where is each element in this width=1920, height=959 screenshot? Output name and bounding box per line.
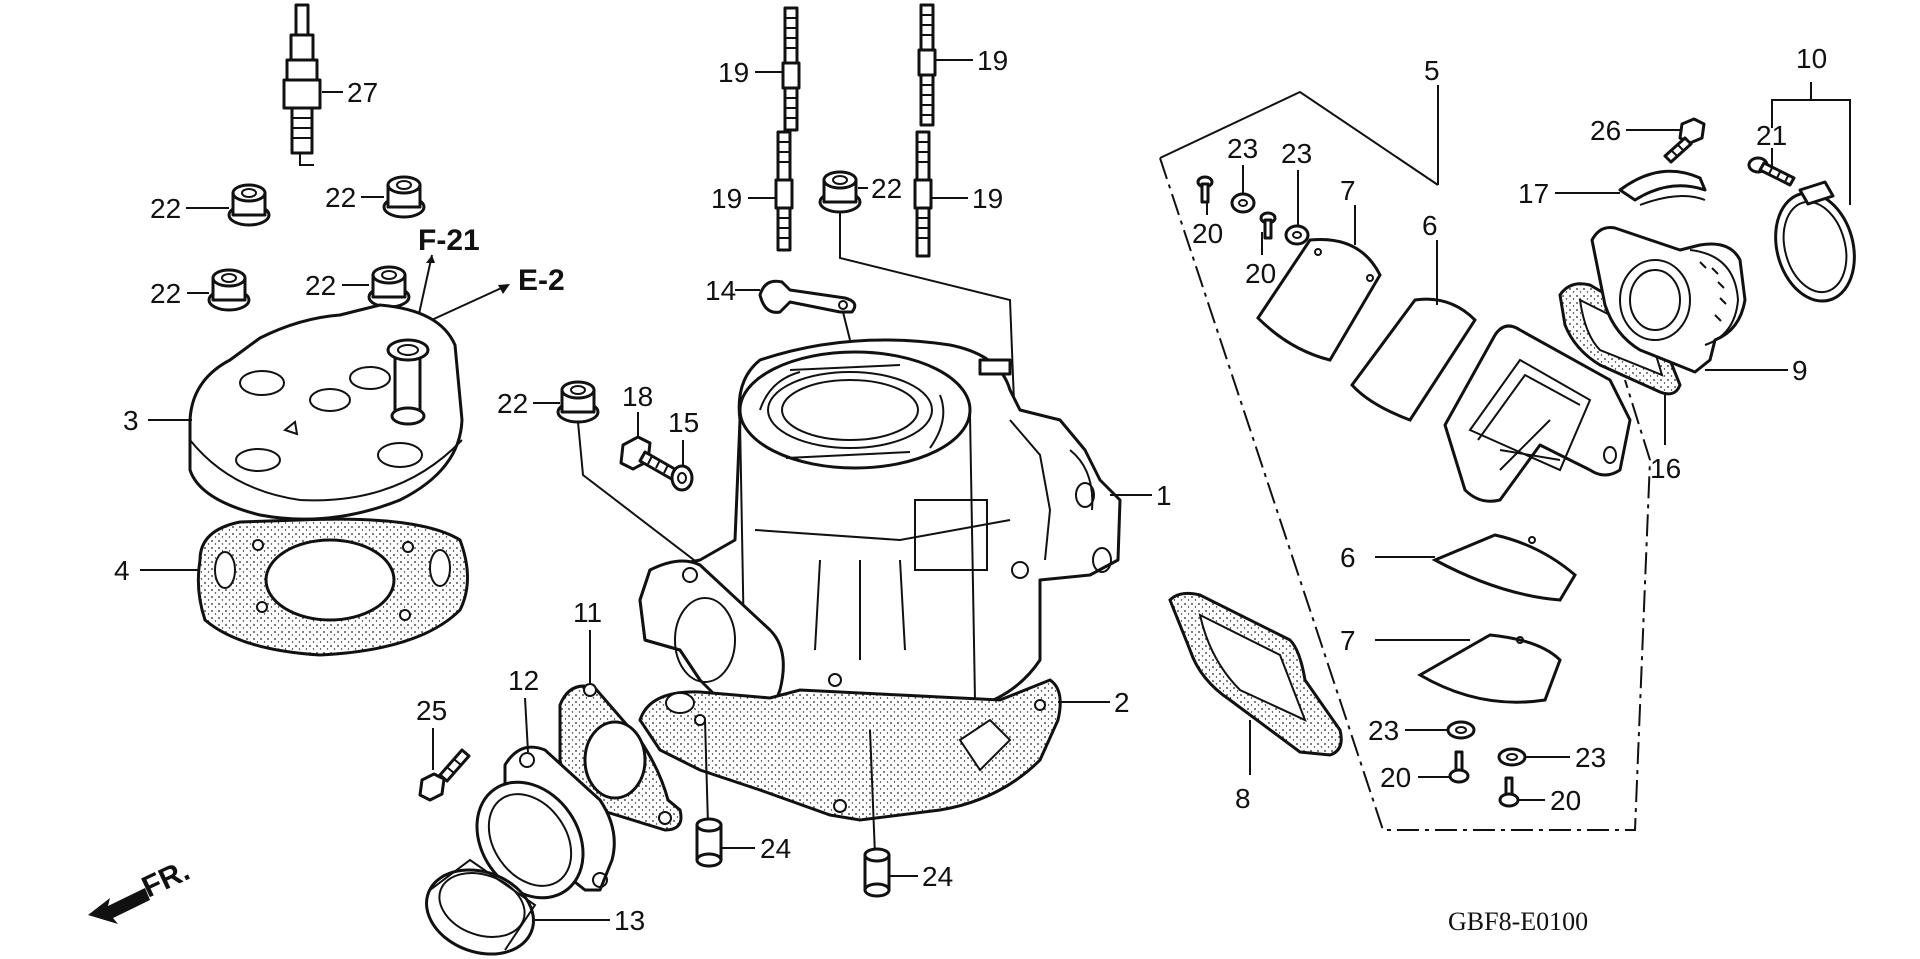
cylinder-base-gasket [638, 678, 1062, 822]
callout-8: 8 [1235, 783, 1251, 814]
callout-9: 9 [1792, 355, 1808, 386]
callout-22-b: 22 [325, 182, 356, 213]
callout-7-b: 7 [1340, 625, 1356, 656]
reed-valve-body [1443, 324, 1632, 503]
screw [1448, 750, 1470, 784]
stud-bolt [913, 130, 933, 258]
callout-1: 1 [1156, 480, 1172, 511]
flange-nut [818, 170, 862, 214]
callout-14: 14 [705, 275, 736, 306]
dowel-pin [695, 817, 723, 868]
screw [1498, 776, 1520, 808]
intake-band-clamp [425, 858, 537, 956]
callout-17: 17 [1518, 178, 1549, 209]
stud-bolt [774, 130, 794, 252]
callout-18: 18 [622, 381, 653, 412]
callout-22-f: 22 [497, 388, 528, 419]
callout-3: 3 [123, 405, 139, 436]
band-clip [1618, 169, 1707, 206]
flange-bolt [418, 748, 471, 802]
callout-19-b: 19 [977, 45, 1008, 76]
callout-20-c: 20 [1380, 762, 1411, 793]
reed-valve-gasket [1168, 591, 1343, 757]
carburetor-band-clamp [1774, 180, 1856, 303]
washer [1497, 747, 1527, 767]
flange-nut [207, 268, 251, 312]
callout-19-a: 19 [718, 57, 749, 88]
callout-22-d: 22 [305, 270, 336, 301]
reference-e-2: E-2 [518, 264, 565, 297]
callout-20-a: 20 [1192, 218, 1223, 249]
callout-22-e: 22 [871, 173, 902, 204]
callout-23-d: 23 [1575, 742, 1606, 773]
head-gasket [196, 517, 469, 657]
spark-plug [282, 3, 322, 166]
washer [1284, 224, 1310, 246]
callout-12: 12 [508, 665, 539, 696]
carburetor-insulator [1590, 226, 1747, 374]
callout-23-a: 23 [1227, 133, 1258, 164]
stud-bolt [781, 6, 801, 132]
callout-16: 16 [1650, 453, 1681, 484]
reed-petal [1350, 297, 1477, 422]
flange-nut [367, 265, 411, 309]
callout-2: 2 [1114, 687, 1130, 718]
callout-13: 13 [614, 905, 645, 936]
callout-25: 25 [416, 695, 447, 726]
front-direction-arrow: FR. [88, 854, 195, 924]
callout-10: 10 [1796, 43, 1827, 74]
callout-6-b: 6 [1340, 542, 1356, 573]
callout-20-d: 20 [1550, 785, 1581, 816]
stud-bolt [917, 3, 937, 127]
callout-15: 15 [668, 407, 699, 438]
callout-7-a: 7 [1340, 175, 1356, 206]
callout-24-a: 24 [760, 833, 791, 864]
diagram-code: GBF8-E0100 [1448, 907, 1588, 936]
callout-27: 27 [347, 77, 378, 108]
cylinder-head [188, 303, 464, 521]
callout-5: 5 [1424, 55, 1440, 86]
callout-26: 26 [1590, 115, 1621, 146]
intake-insulator [475, 745, 616, 900]
callout-19-c: 19 [711, 183, 742, 214]
washer [1230, 192, 1256, 214]
clamp-screw [1747, 156, 1796, 187]
reed-stopper [1256, 237, 1382, 362]
callout-22-c: 22 [150, 278, 181, 309]
screw [1259, 211, 1277, 240]
flange-bolt [1663, 117, 1706, 164]
callout-23-b: 23 [1281, 138, 1312, 169]
flange-nut [382, 175, 426, 219]
washer [1446, 720, 1476, 740]
reed-stopper [1416, 633, 1562, 704]
callout-19-d: 19 [972, 183, 1003, 214]
callout-23-c: 23 [1368, 715, 1399, 746]
callout-24-b: 24 [922, 861, 953, 892]
flange-nut [227, 183, 271, 227]
screw [1196, 175, 1214, 204]
callout-11: 11 [573, 597, 602, 628]
reed-petal [1431, 533, 1577, 602]
callout-6-a: 6 [1422, 210, 1438, 241]
callout-20-b: 20 [1245, 258, 1276, 289]
intake-gasket [1558, 282, 1682, 396]
dowel-pin [863, 847, 891, 898]
washer [670, 464, 694, 492]
callout-4: 4 [114, 555, 130, 586]
callout-22-a: 22 [150, 193, 181, 224]
cable-clamp [758, 279, 857, 314]
reference-f-21: F-21 [418, 224, 480, 257]
flange-nut [556, 380, 600, 424]
